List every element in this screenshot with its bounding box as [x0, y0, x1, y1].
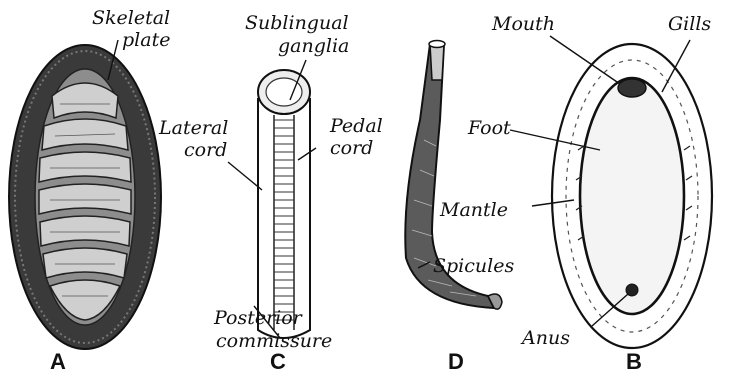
lateral-cord-label: cord — [184, 139, 227, 161]
mouth-label: Mouth — [491, 13, 555, 35]
plate-label: plate — [122, 29, 170, 51]
spicules-label: Spicules — [433, 255, 514, 277]
panel-a: Skeletal plate A — [9, 7, 170, 373]
panel-letter-b: B — [626, 349, 642, 373]
chiton-ventral-drawing — [552, 44, 712, 348]
mantle-label: Mantle — [439, 199, 508, 221]
posterior-label: Posterior — [213, 307, 304, 329]
pedal-cord-label: cord — [330, 137, 373, 159]
lateral-cord-leader — [228, 162, 262, 190]
nervous-system-drawing — [258, 70, 310, 338]
panel-b: Mouth Gills Foot Mantle Anus B — [439, 13, 712, 373]
sublingual-label: Sublingual — [245, 12, 349, 34]
ganglia-label: ganglia — [278, 35, 349, 57]
lateral-label: Lateral — [158, 117, 228, 139]
panel-letter-d: D — [448, 349, 464, 373]
chiton-dorsal-drawing — [9, 45, 161, 349]
panel-letter-a: A — [50, 349, 66, 373]
mouth-shape — [618, 79, 646, 97]
skeletal-label: Skeletal — [92, 7, 170, 29]
panel-c: Sublingual ganglia Lateral cord Pedal co… — [158, 12, 383, 373]
pedal-label: Pedal — [329, 115, 383, 137]
panel-letter-c: C — [270, 349, 286, 373]
gills-label: Gills — [668, 13, 711, 35]
foot-label: Foot — [467, 117, 511, 139]
anus-label: Anus — [520, 327, 570, 349]
